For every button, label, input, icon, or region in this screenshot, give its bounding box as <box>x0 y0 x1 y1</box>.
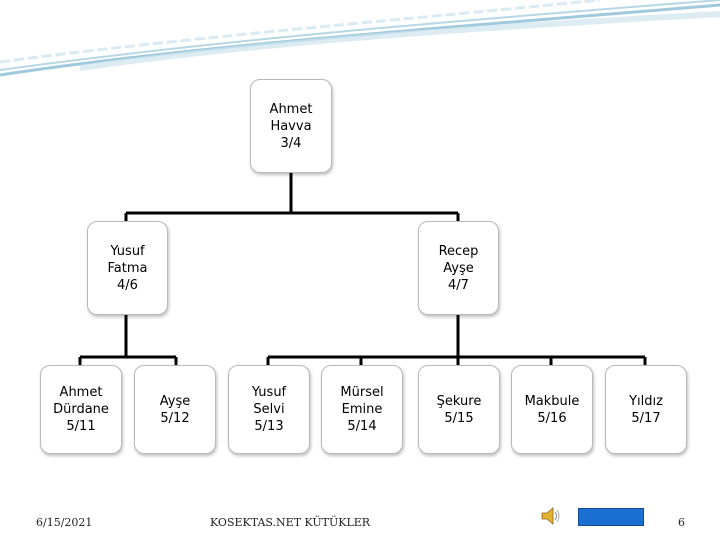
node-sekure: Şekure 5/15 <box>418 365 500 454</box>
node-makbule: Makbule 5/16 <box>511 365 593 454</box>
node-line1: Yusuf <box>251 385 287 400</box>
node-recep-ayse: Recep Ayşe 4/7 <box>418 221 499 315</box>
node-root-line1: Ahmet <box>269 101 313 117</box>
node-line1: Ayşe <box>159 393 191 409</box>
node-line2: Selvi <box>253 402 285 417</box>
node-line2: 5/17 <box>631 410 661 426</box>
node-root-line2: Havva <box>270 118 312 134</box>
node-yusuf-fatma: Yusuf Fatma 4/6 <box>87 221 168 315</box>
page-number: 6 <box>678 516 685 529</box>
node-line1: Yusuf <box>110 243 145 259</box>
node-root-line3: 3/4 <box>280 135 302 151</box>
node-ayse: Ayşe 5/12 <box>134 365 216 454</box>
node-line3: 5/13 <box>254 419 284 434</box>
footer-title: KOSEKTAS.NET KÜTÜKLER <box>210 516 371 529</box>
node-line2: Fatma <box>107 260 148 276</box>
speaker-icon[interactable] <box>540 505 562 527</box>
node-line1: Ahmet <box>59 385 103 400</box>
node-line1: Recep <box>438 243 479 259</box>
node-line2: Emine <box>341 402 383 417</box>
node-line1: Şekure <box>436 393 482 409</box>
node-line2: Ayşe <box>443 260 474 276</box>
node-root: Ahmet Havva 3/4 <box>250 79 332 173</box>
node-line2: 5/12 <box>160 410 190 426</box>
node-ahmet-durdane: Ahmet Dürdane 5/11 <box>40 365 122 454</box>
node-yusuf-selvi: Yusuf Selvi 5/13 <box>228 365 310 454</box>
node-yildiz: Yıldız 5/17 <box>605 365 687 454</box>
node-line3: 4/7 <box>448 277 469 293</box>
node-line2: 5/15 <box>444 410 474 426</box>
footer-date: 6/15/2021 <box>36 516 93 529</box>
next-slide-button[interactable] <box>578 508 644 526</box>
node-line3: 4/6 <box>117 277 138 293</box>
node-line2: Dürdane <box>53 402 109 417</box>
node-line2: 5/16 <box>537 410 567 426</box>
node-line1: Yıldız <box>629 393 663 409</box>
header-swoosh <box>0 0 720 77</box>
node-line1: Makbule <box>524 393 580 409</box>
node-line3: 5/11 <box>66 419 96 434</box>
node-mursel-emine: Mürsel Emine 5/14 <box>321 365 403 454</box>
node-line1: Mürsel <box>340 385 384 400</box>
node-line3: 5/14 <box>347 419 377 434</box>
